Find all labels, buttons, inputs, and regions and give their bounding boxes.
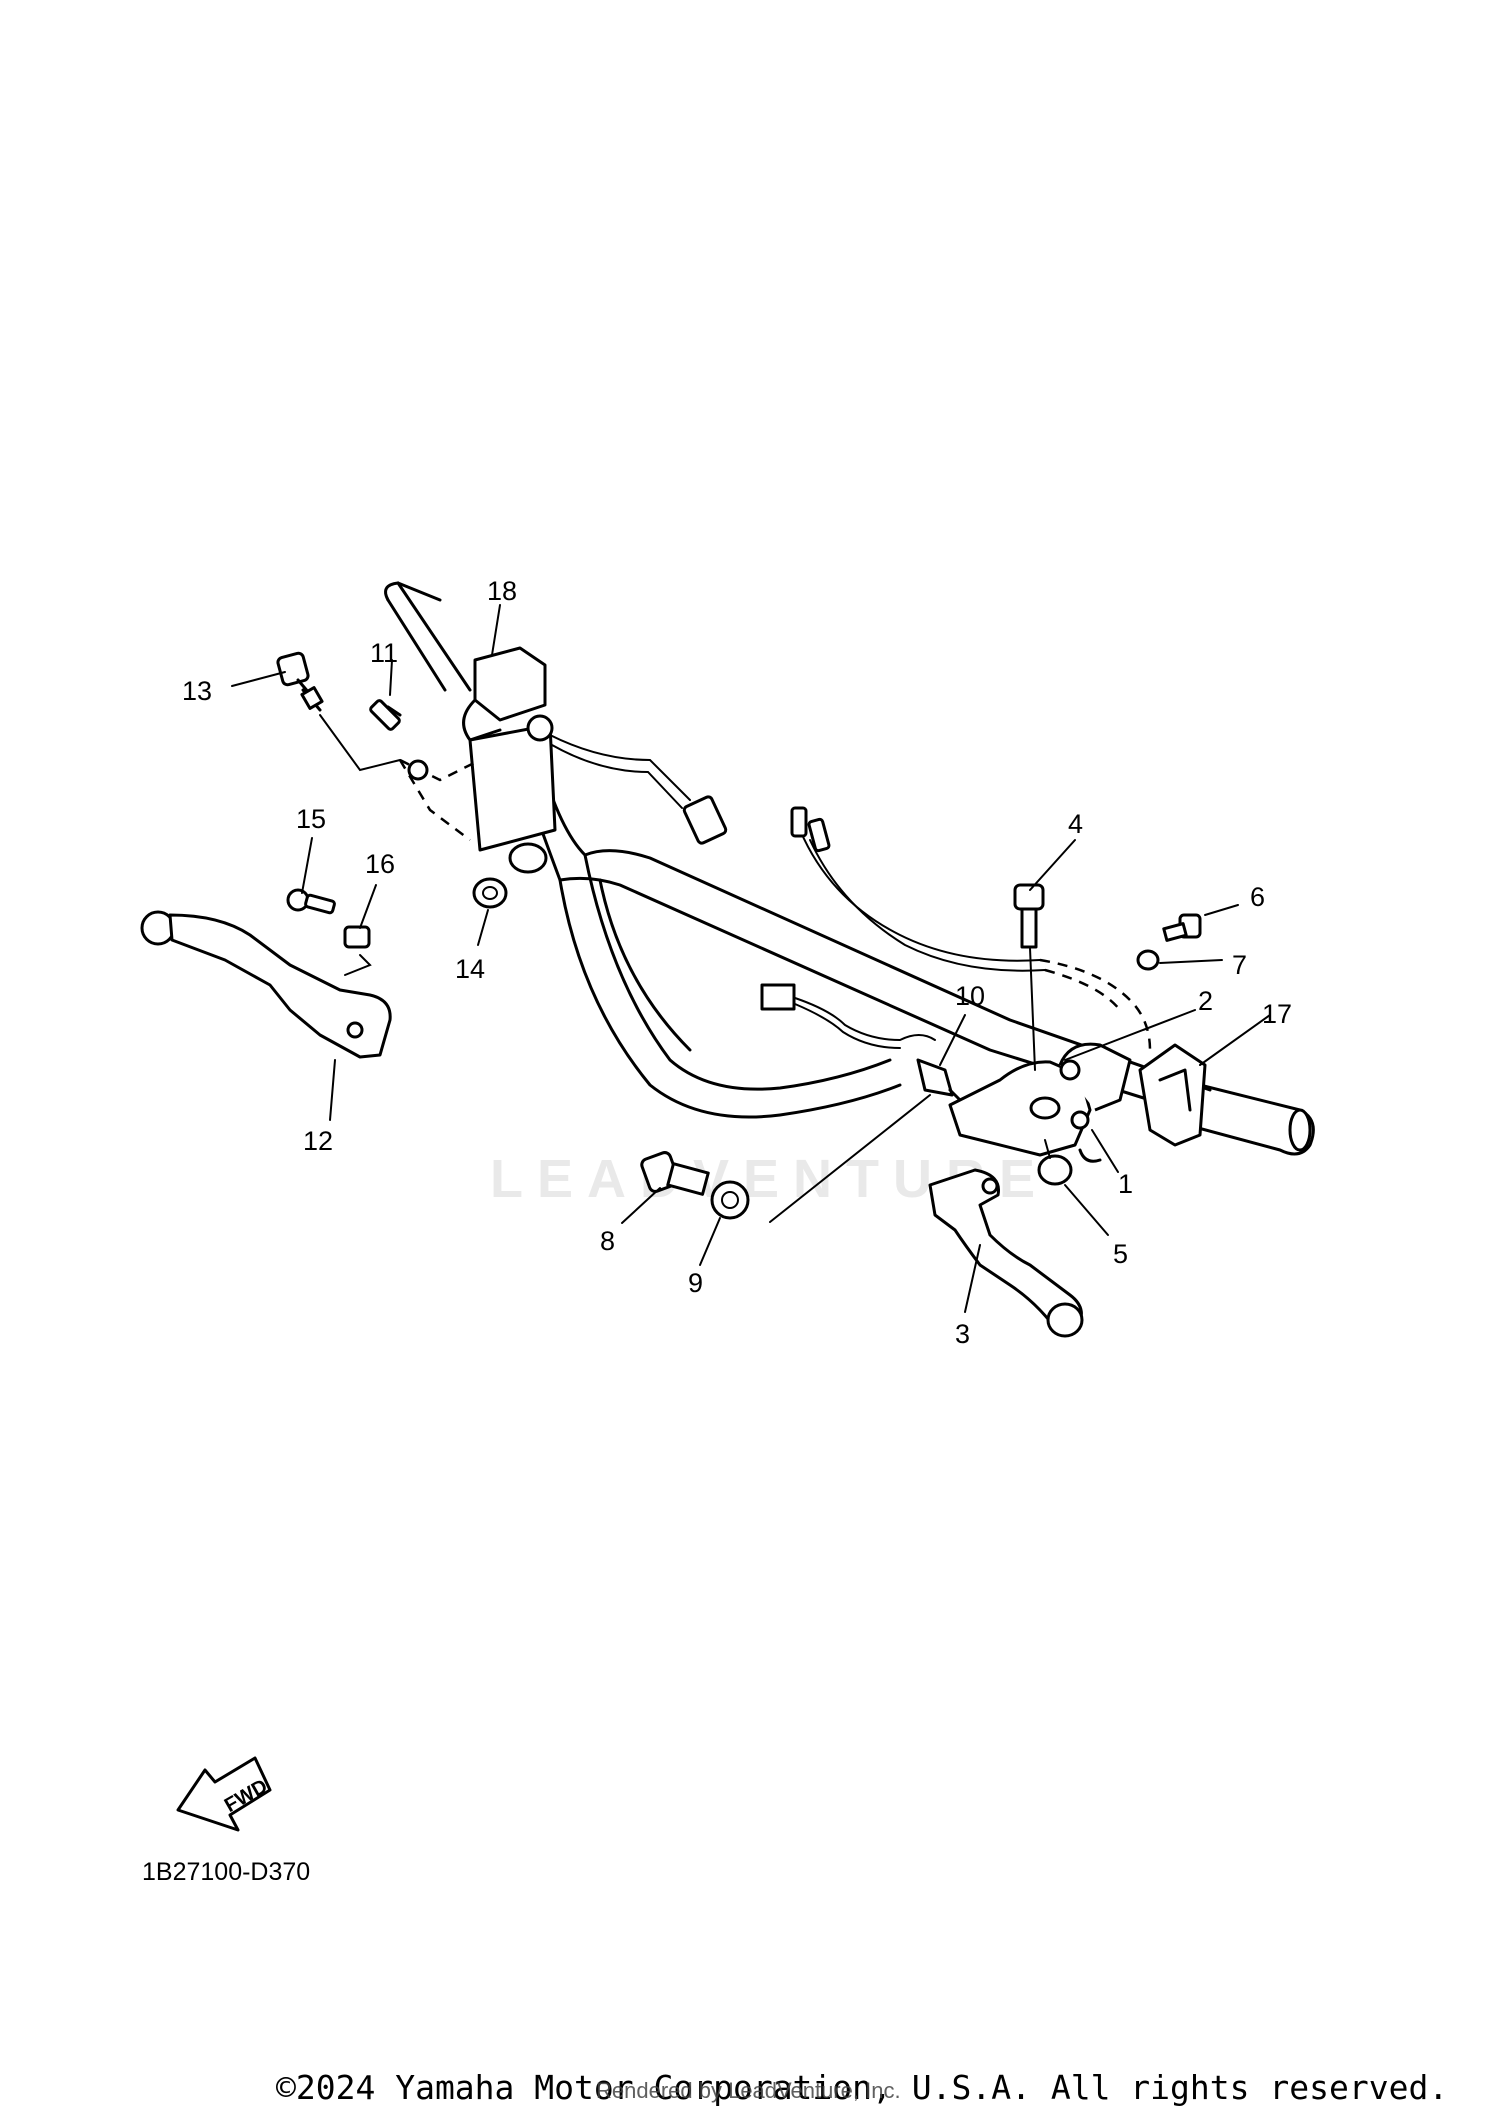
part-8-adjuster xyxy=(640,1151,710,1196)
callout-18: 18 xyxy=(487,576,517,606)
part-17-clamp xyxy=(1138,1043,1207,1147)
callout-5: 5 xyxy=(1113,1239,1128,1269)
callout-6: 6 xyxy=(1250,882,1265,912)
callout-12: 12 xyxy=(303,1126,333,1156)
part-12-brake-lever xyxy=(140,910,392,1059)
callout-14: 14 xyxy=(455,954,485,984)
callout-9: 9 xyxy=(688,1268,703,1298)
rendered-by-notice: Rendered by LeadVenture, Inc. xyxy=(596,2078,901,2103)
part-16-nut xyxy=(343,925,371,949)
part-4-bolt xyxy=(1013,883,1045,949)
part-14-nut xyxy=(472,877,508,909)
callout-13: 13 xyxy=(182,676,212,706)
part-5-nut xyxy=(1037,1154,1073,1186)
part-18-switch xyxy=(462,646,554,742)
cable-connector xyxy=(760,983,936,1049)
callout-1: 1 xyxy=(1118,1169,1133,1199)
part-13-bolt xyxy=(276,651,324,712)
callout-17: 17 xyxy=(1262,999,1292,1029)
part-6-bolt xyxy=(1162,913,1202,942)
assembly-lines xyxy=(319,714,1051,1223)
part-2-clamp xyxy=(1058,1042,1132,1112)
callout-7: 7 xyxy=(1232,950,1247,980)
switch-wire xyxy=(549,734,728,845)
fwd-arrow: FWD xyxy=(176,1756,272,1832)
callout-15: 15 xyxy=(296,804,326,834)
callout-8: 8 xyxy=(600,1226,615,1256)
part-7-washer xyxy=(1136,949,1160,971)
callout-2: 2 xyxy=(1198,986,1213,1016)
part-10-switch xyxy=(916,1058,962,1102)
callout-3: 3 xyxy=(955,1319,970,1349)
leader-lines xyxy=(231,604,1271,1313)
part-11-screw xyxy=(369,699,402,731)
part-3-clutch-lever xyxy=(928,1168,1084,1338)
part-9-locknut xyxy=(710,1180,750,1220)
part-15-bolt xyxy=(286,888,336,915)
callout-labels: 1 2 3 4 5 6 7 8 9 10 11 12 13 14 15 16 1… xyxy=(182,576,1292,1349)
copyright-notice: ©2024 Yamaha Motor Corporation, U.S.A. A… xyxy=(276,2068,1449,2107)
callout-10: 10 xyxy=(955,981,985,1011)
callout-11: 11 xyxy=(370,638,398,668)
brake-master-cylinder xyxy=(398,723,557,874)
part-1-lever-holder xyxy=(948,1060,1102,1163)
main-harness xyxy=(790,806,1152,1051)
callout-16: 16 xyxy=(365,849,395,879)
callout-4: 4 xyxy=(1068,809,1083,839)
handlebar xyxy=(384,581,1315,1156)
drawing-code: 1B27100-D370 xyxy=(142,1858,311,1886)
